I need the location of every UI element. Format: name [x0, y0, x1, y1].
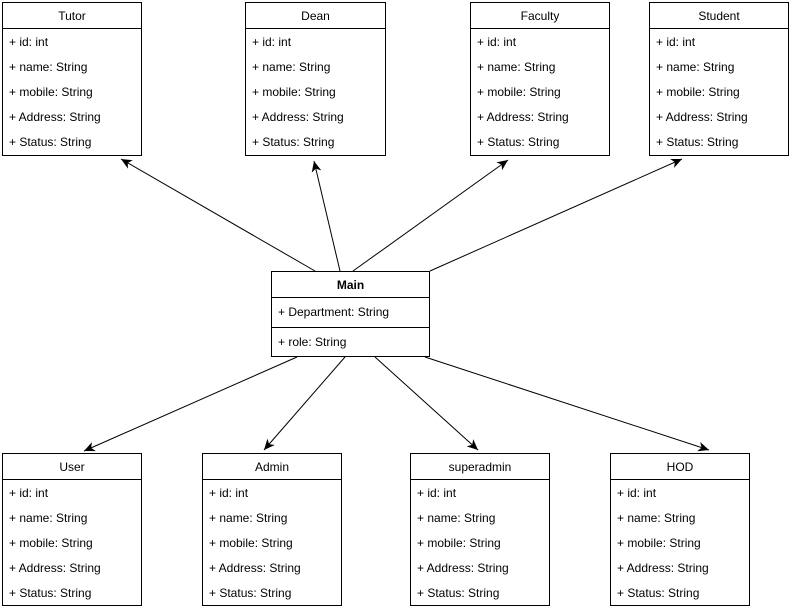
class-attribute: + id: int — [477, 34, 517, 49]
class-box-main[interactable]: Main + Department: String + role: String — [271, 271, 430, 357]
class-attribute: + mobile: String — [252, 85, 336, 99]
class-title-superadmin: superadmin — [411, 454, 549, 480]
connector-main-to-user[interactable] — [83, 356, 298, 452]
class-attribute: + name: String — [9, 510, 88, 525]
class-attributes-superadmin: + id: int + name: String + mobile: String +… — [411, 480, 549, 605]
class-title-student: Student — [650, 3, 788, 29]
class-attributes-faculty: + id: int + name: String + mobile: String +… — [471, 29, 609, 155]
connector-main-to-hod[interactable] — [424, 356, 710, 452]
class-attribute: + Address: String — [477, 110, 569, 125]
connector-main-to-faculty[interactable] — [352, 159, 509, 272]
class-box-hod[interactable]: HOD + id: int + name: String + mobile: Stri… — [610, 453, 750, 606]
class-attribute: + name: String — [209, 510, 288, 525]
class-attribute: + role: String — [272, 326, 429, 357]
class-attribute: + mobile: String — [9, 535, 93, 550]
class-box-dean[interactable]: Dean + id: int + name: String + mobile: Str… — [245, 2, 386, 156]
class-attribute: + Address: String — [417, 560, 509, 575]
class-attributes-student: + id: int + name: String + mobile: String +… — [650, 29, 788, 155]
class-attribute: + id: int — [9, 34, 49, 49]
class-title-main: Main — [272, 272, 429, 298]
class-attribute: + Address: String — [252, 110, 344, 125]
class-attribute: + Address: String — [656, 110, 748, 125]
class-title-admin: Admin — [203, 454, 341, 480]
class-box-tutor[interactable]: Tutor + id: int + name: String + mobile: St… — [2, 2, 142, 156]
class-attribute: + Address: String — [9, 110, 101, 125]
class-attribute: + Status: String — [209, 585, 292, 600]
class-attributes-hod: + id: int + name: String + mobile: String +… — [611, 480, 749, 605]
class-attribute: + name: String — [477, 59, 556, 74]
class-attributes-admin: + id: int + name: String + mobile: String +… — [203, 480, 341, 605]
class-attribute: + Status: String — [656, 135, 739, 150]
class-attribute: + id: int — [209, 485, 249, 500]
class-attributes-tutor: + id: int + name: String + mobile: String +… — [3, 29, 141, 155]
class-box-faculty[interactable]: Faculty + id: int + name: String + mobile: … — [470, 2, 610, 156]
class-attribute: + Status: String — [617, 585, 700, 600]
class-title-dean: Dean — [246, 3, 385, 29]
class-attribute: + mobile: String — [477, 85, 561, 99]
class-attribute: + id: int — [9, 485, 49, 500]
class-box-superadmin[interactable]: superadmin + id: int + name: String + mobil… — [410, 453, 550, 606]
class-attribute: + id: int — [252, 34, 292, 49]
class-attribute: + name: String — [252, 59, 331, 74]
class-attribute: + Status: String — [252, 135, 335, 150]
class-attribute: + name: String — [617, 510, 696, 525]
class-attributes-main: + Department: String + role: String — [272, 298, 429, 356]
class-attribute: + name: String — [417, 510, 496, 525]
class-attribute: + mobile: String — [9, 85, 93, 99]
class-attribute: + mobile: String — [417, 535, 501, 550]
connector-main-to-superadmin[interactable] — [374, 356, 479, 451]
class-attribute: + mobile: String — [656, 85, 740, 99]
class-attribute: + Status: String — [9, 135, 92, 150]
class-attributes-user: + id: int + name: String + mobile: String +… — [3, 480, 141, 605]
class-attribute: + Status: String — [417, 585, 500, 600]
connector-main-to-dean[interactable] — [311, 160, 341, 272]
class-attribute: + Address: String — [9, 560, 101, 575]
class-attribute: + Address: String — [209, 560, 301, 575]
class-title-tutor: Tutor — [3, 3, 141, 29]
connector-main-to-tutor[interactable] — [120, 158, 316, 272]
class-attribute: + mobile: String — [617, 535, 701, 550]
class-title-hod: HOD — [611, 454, 749, 480]
class-attribute: + name: String — [656, 59, 735, 74]
class-attribute: + mobile: String — [209, 535, 293, 550]
class-attribute: + Address: String — [617, 560, 709, 575]
class-box-user[interactable]: User + id: int + name: String + mobile: Str… — [2, 453, 142, 606]
class-box-student[interactable]: Student + id: int + name: String + mobile: … — [649, 2, 789, 156]
class-attribute: + id: int — [656, 34, 696, 49]
class-attribute: + name: String — [9, 59, 88, 74]
class-attribute: + Status: String — [9, 585, 92, 600]
class-title-faculty: Faculty — [471, 3, 609, 29]
class-title-user: User — [3, 454, 141, 480]
class-attribute: + id: int — [617, 485, 657, 500]
connector-main-to-admin[interactable] — [263, 356, 346, 451]
class-attribute: + id: int — [417, 485, 457, 500]
connector-main-to-student[interactable] — [429, 158, 683, 272]
class-attributes-dean: + id: int + name: String + mobile: String +… — [246, 29, 385, 155]
class-box-admin[interactable]: Admin + id: int + name: String + mobile: St… — [202, 453, 342, 606]
class-attribute: + Department: String — [278, 305, 390, 320]
class-attribute: + Status: String — [477, 135, 560, 150]
